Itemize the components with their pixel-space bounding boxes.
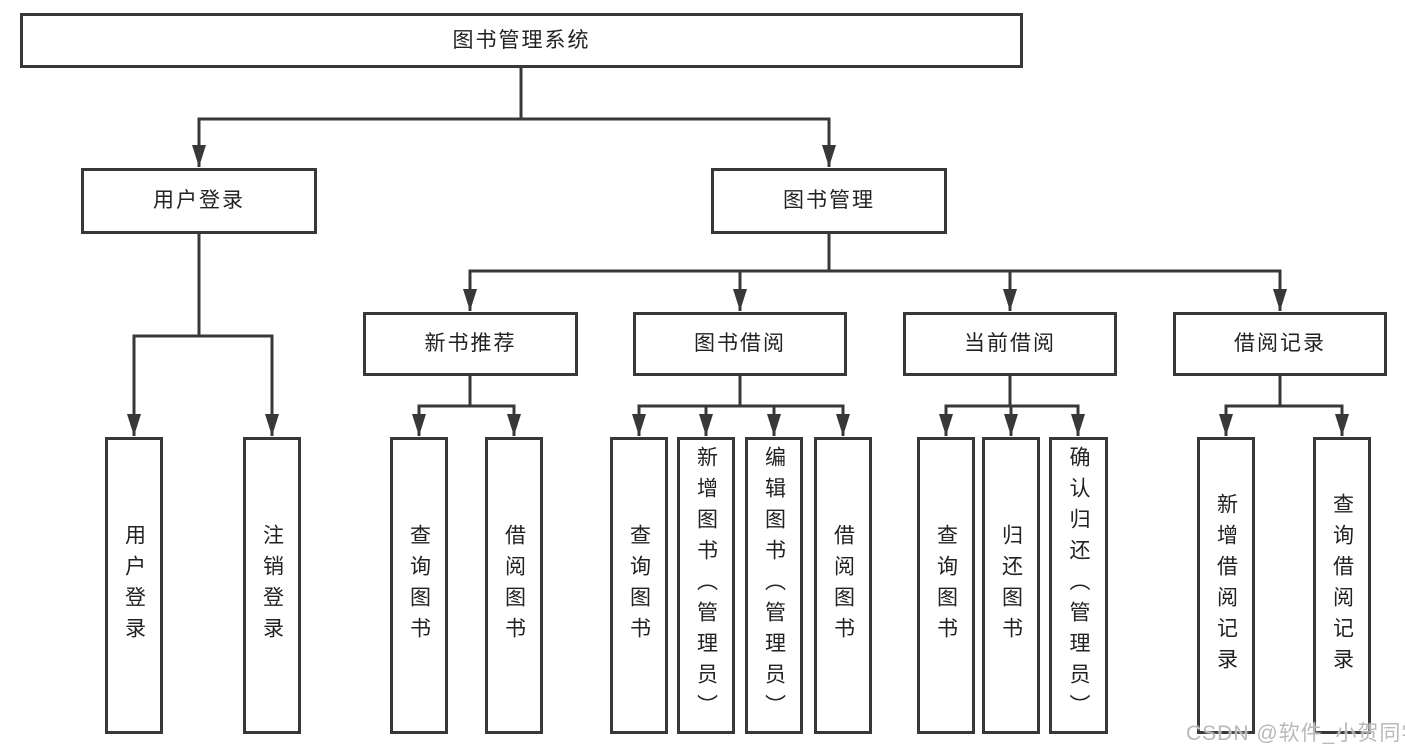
node-book-management: 图书管理 [711, 168, 947, 234]
leaf-borrowing-borrow-books-label: 借阅图书 [831, 523, 855, 648]
csdn-watermark: CSDN @软件_小贺同学 [1186, 722, 1405, 745]
node-user-login: 用户登录 [81, 168, 317, 234]
leaf-current-query-books-label: 查询图书 [934, 523, 958, 648]
leaf-current-query-books: 查询图书 [917, 437, 975, 734]
node-book-management-label: 图书管理 [783, 189, 875, 213]
leaf-logout: 注销登录 [243, 437, 301, 734]
leaf-borrowing-add-books-admin: 新增图书（管理员） [677, 437, 735, 734]
node-current-borrowing: 当前借阅 [903, 312, 1117, 376]
leaf-borrowing-borrow-books: 借阅图书 [814, 437, 872, 734]
node-new-book-recommend: 新书推荐 [363, 312, 578, 376]
leaf-borrowing-query-books: 查询图书 [610, 437, 668, 734]
leaf-borrowing-edit-books-admin-label: 编辑图书（管理员） [762, 446, 786, 725]
leaf-records-add-record-label: 新增借阅记录 [1214, 492, 1238, 679]
leaf-newbooks-query-books-label: 查询图书 [407, 523, 431, 648]
leaf-records-query-record-label: 查询借阅记录 [1330, 492, 1354, 679]
leaf-records-query-record: 查询借阅记录 [1313, 437, 1371, 734]
leaf-current-confirm-return-admin-label: 确认归还（管理员） [1067, 446, 1090, 725]
leaf-current-return-books: 归还图书 [982, 437, 1040, 734]
node-current-borrowing-label: 当前借阅 [964, 332, 1056, 356]
leaf-logout-label: 注销登录 [260, 523, 284, 648]
leaf-borrowing-edit-books-admin: 编辑图书（管理员） [745, 437, 803, 734]
node-book-borrowing: 图书借阅 [633, 312, 847, 376]
leaf-borrowing-query-books-label: 查询图书 [627, 523, 651, 648]
leaf-newbooks-borrow-books: 借阅图书 [485, 437, 543, 734]
leaf-current-confirm-return-admin: 确认归还（管理员） [1049, 437, 1108, 734]
leaf-borrowing-add-books-admin-label: 新增图书（管理员） [694, 446, 718, 725]
node-root-system-label: 图书管理系统 [452, 28, 591, 52]
leaf-current-return-books-label: 归还图书 [999, 523, 1023, 648]
node-borrow-records: 借阅记录 [1173, 312, 1387, 376]
leaf-user-login: 用户登录 [105, 437, 163, 734]
node-borrow-records-label: 借阅记录 [1234, 332, 1326, 356]
node-book-borrowing-label: 图书借阅 [694, 332, 786, 356]
node-user-login-label: 用户登录 [153, 189, 245, 213]
node-root-system: 图书管理系统 [20, 13, 1023, 68]
leaf-newbooks-query-books: 查询图书 [390, 437, 448, 734]
leaf-user-login-label: 用户登录 [122, 523, 146, 648]
leaf-records-add-record: 新增借阅记录 [1197, 437, 1255, 734]
node-new-book-recommend-label: 新书推荐 [424, 332, 517, 356]
leaf-newbooks-borrow-books-label: 借阅图书 [502, 523, 526, 648]
